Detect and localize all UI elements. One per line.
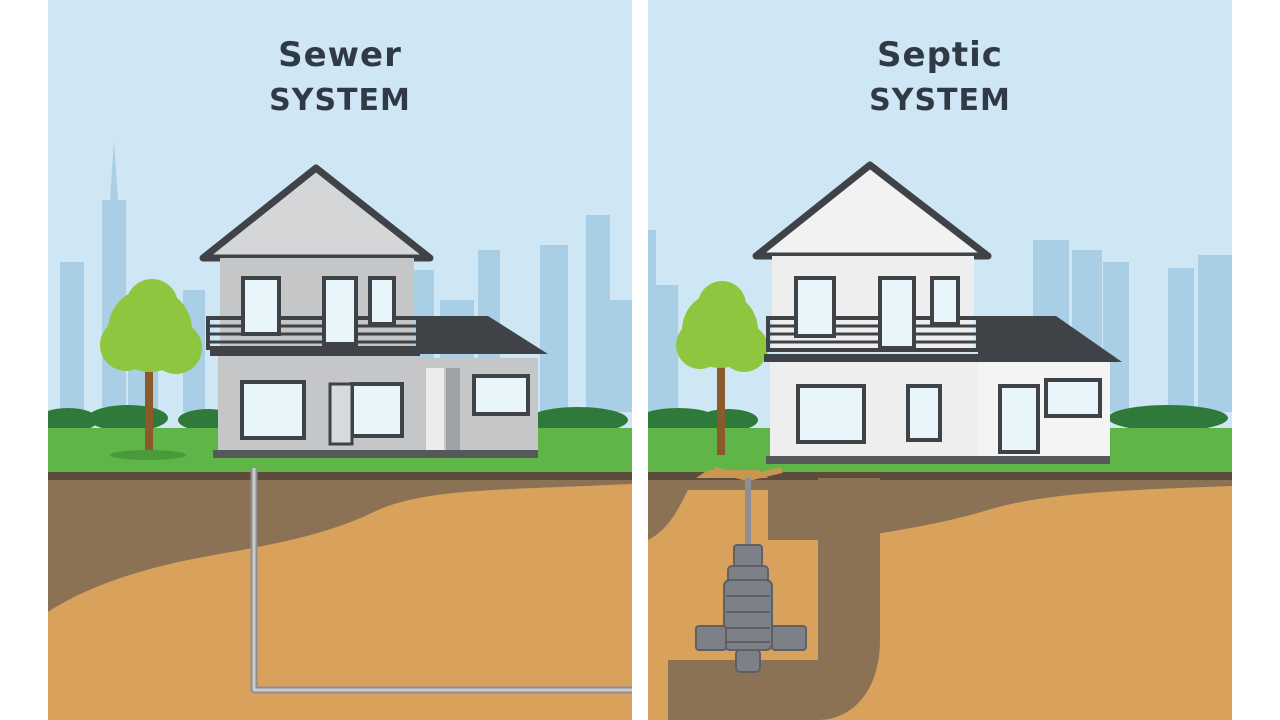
- sewer-title-line1: Sewer: [278, 35, 402, 75]
- septic-system-panel: Septic SYSTEM: [648, 0, 1232, 720]
- sewer-system-panel: Sewer SYSTEM: [48, 0, 632, 720]
- sewer-title-line2: SYSTEM: [269, 83, 411, 118]
- septic-scene: [648, 0, 1232, 720]
- septic-title-line2: SYSTEM: [869, 83, 1011, 118]
- septic-title-line1: Septic: [877, 35, 1003, 75]
- sewer-house: [199, 164, 548, 458]
- septic-pipe: [745, 478, 751, 548]
- sewer-scene: [48, 0, 632, 720]
- tree: [100, 279, 202, 460]
- dark-soil-layer: [48, 478, 632, 612]
- drain-field-trench: [668, 478, 880, 720]
- septic-tank: [695, 544, 807, 673]
- septic-house: [752, 161, 1122, 464]
- bushes: [648, 405, 1228, 432]
- dark-soil-layer: [648, 480, 1232, 540]
- tree: [676, 281, 768, 455]
